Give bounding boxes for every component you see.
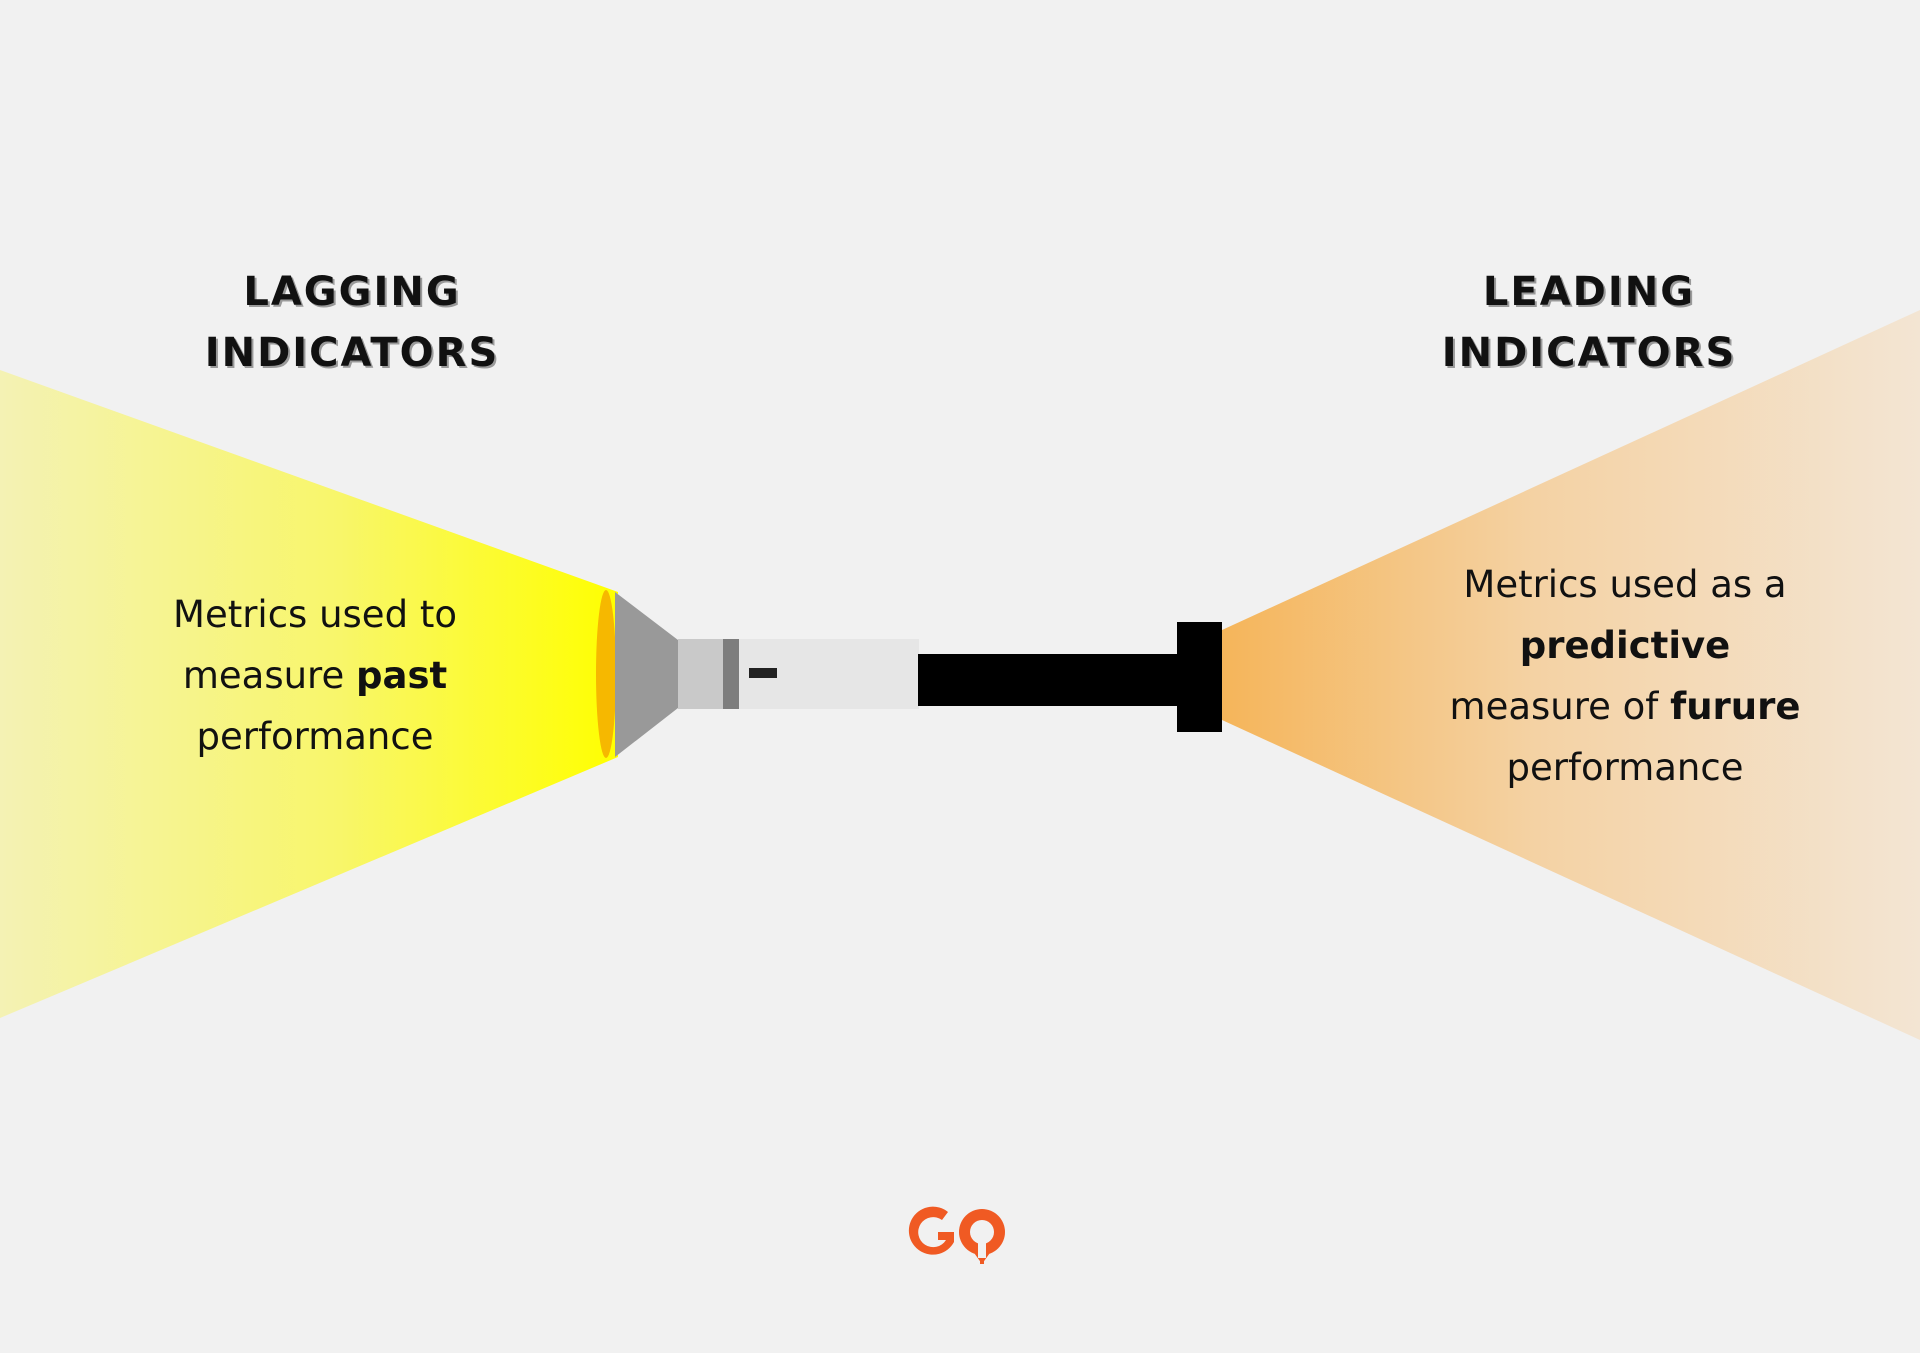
leading-desc-emphasis-predictive: predictive [1519, 624, 1731, 667]
flashlight-head-icon [615, 592, 678, 757]
lagging-indicators-title: LAGGING INDICATORS [92, 262, 612, 384]
leading-description: Metrics used as a predictive measure of … [1400, 554, 1850, 798]
flashlight-ring [723, 639, 739, 709]
lagging-desc-line2-text: measure [182, 654, 356, 697]
leading-desc-line4: performance [1506, 746, 1744, 789]
right-light-beam [1222, 310, 1920, 1040]
flashlight-switch-icon [749, 668, 777, 678]
lagging-title-line1: LAGGING [243, 269, 461, 315]
leading-title-line1: LEADING [1482, 269, 1696, 315]
lagging-desc-line1: Metrics used to [173, 593, 457, 636]
brand-logo-icon [908, 1206, 1005, 1264]
leading-desc-emphasis-future: furure [1670, 685, 1801, 728]
leading-title-line2: INDICATORS [1441, 330, 1737, 376]
lagging-desc-line2: measure past [130, 645, 500, 706]
leading-desc-line1: Metrics used as a [1463, 563, 1787, 606]
flashlight-end-cap [1177, 622, 1222, 732]
flashlight-handle [918, 654, 1178, 706]
leading-indicators-title: LEADING INDICATORS [1329, 262, 1849, 384]
lagging-title-line2: INDICATORS [204, 330, 500, 376]
flashlight-lens-icon [596, 590, 616, 758]
flashlight-neck [678, 639, 723, 709]
leading-desc-line2: predictive [1400, 615, 1850, 676]
leading-desc-line3: measure of furure [1400, 676, 1850, 737]
left-light-beam [0, 370, 618, 1018]
lagging-desc-line3: performance [196, 715, 434, 758]
leading-desc-line3-text: measure of [1449, 685, 1671, 728]
lagging-desc-emphasis: past [355, 654, 448, 697]
lagging-description: Metrics used to measure past performance [130, 584, 500, 767]
